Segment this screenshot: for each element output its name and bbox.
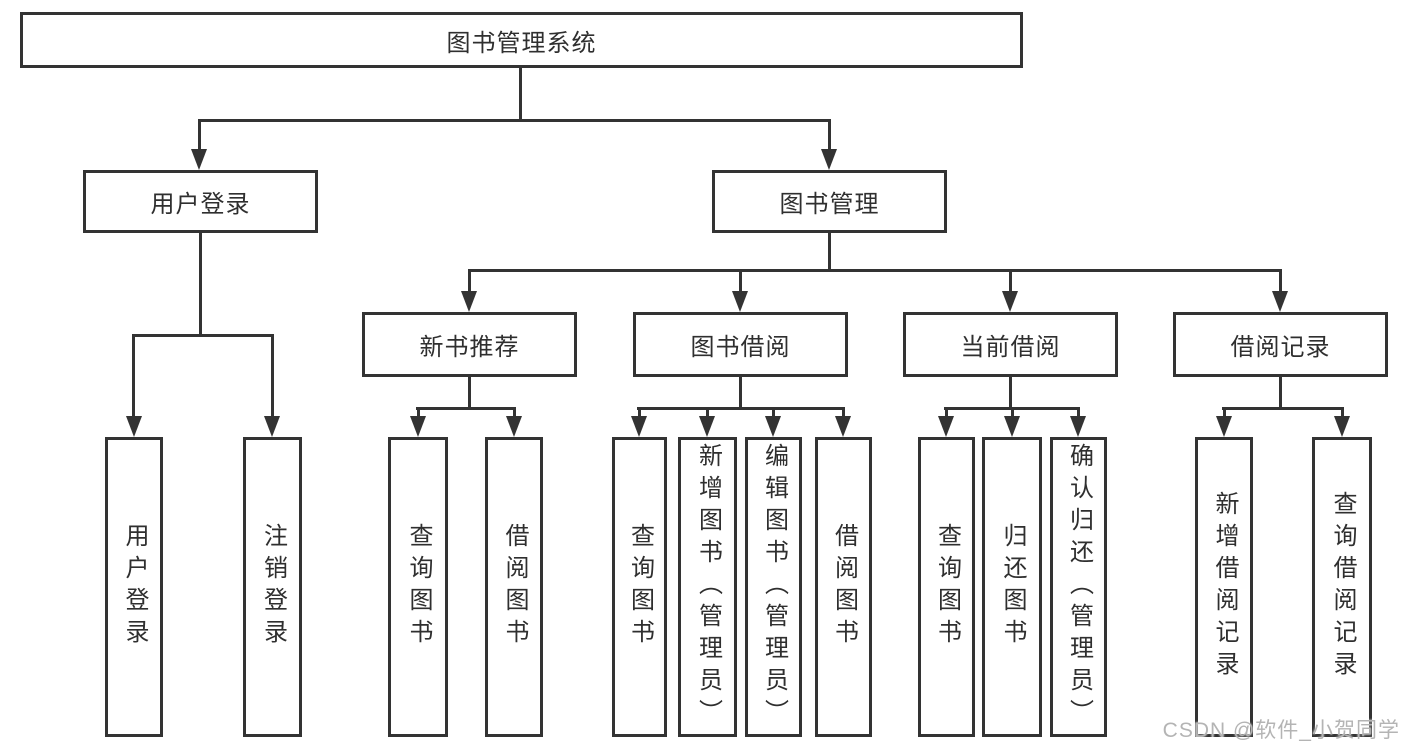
edge-stem-bb-add	[706, 407, 709, 417]
leaf-query-books-newbook: 查询图书	[388, 437, 448, 737]
node-library-system: 图书管理系统	[20, 12, 1023, 68]
edge-stem-leaf-logout	[271, 334, 274, 417]
edge-book-borrow-group-stem	[739, 377, 742, 410]
edge-stem-book-borrow	[739, 269, 742, 293]
edge-stem-nb-borrow	[513, 407, 516, 417]
edge-stem-cb-query	[945, 407, 948, 417]
node-user-login-label: 用户登录	[150, 191, 251, 218]
arrowhead-book-mgmt-icon	[821, 149, 837, 170]
leaf-logout-label: 注销登录	[259, 523, 287, 651]
arrowhead-bb-edit-icon	[765, 416, 781, 437]
arrowhead-bb-query-icon	[631, 416, 647, 437]
edge-new-book-group-stem	[468, 377, 471, 410]
edge-stem-cb-return	[1011, 407, 1014, 417]
leaf-confirm-return-admin: 确认归还（管理员）	[1050, 437, 1107, 737]
arrowhead-br-query-icon	[1334, 416, 1350, 437]
node-book-borrowing-label: 图书借阅	[690, 334, 791, 361]
edge-stem-cb-confirm	[1077, 407, 1080, 417]
leaf-user-login-label: 用户登录	[121, 523, 148, 651]
arrowhead-br-add-icon	[1216, 416, 1232, 437]
edge-borrow-record-group-bus	[1222, 407, 1344, 410]
leaf-confirm-return-admin-label: 确认归还（管理员）	[1065, 443, 1093, 731]
leaf-add-books-admin-label: 新增图书（管理员）	[694, 443, 722, 731]
leaf-edit-books-admin-label: 编辑图书（管理员）	[760, 443, 788, 731]
leaf-query-books-current-label: 查询图书	[933, 523, 961, 651]
arrowhead-bb-borrow-icon	[835, 416, 851, 437]
edge-stem-user-login	[198, 119, 201, 150]
edge-root-stem	[519, 68, 522, 121]
leaf-add-books-admin: 新增图书（管理员）	[678, 437, 737, 737]
leaf-query-books-borrowing: 查询图书	[612, 437, 667, 737]
leaf-query-books-borrowing-label: 查询图书	[626, 523, 654, 651]
node-user-login: 用户登录	[83, 170, 318, 233]
edge-current-borrow-group-stem	[1009, 377, 1012, 410]
arrowhead-leaf-logout-icon	[264, 416, 280, 437]
node-new-book-recommendation-label: 新书推荐	[419, 334, 520, 361]
leaf-borrow-books-borrowing-label: 借阅图书	[830, 523, 858, 651]
edge-stem-book-mgmt	[828, 119, 831, 150]
leaf-edit-books-admin: 编辑图书（管理员）	[745, 437, 802, 737]
edge-user-login-stem	[199, 233, 202, 336]
node-borrowing-records-label: 借阅记录	[1230, 334, 1331, 361]
edge-user-login-bus	[132, 334, 274, 337]
edge-stem-bb-query	[638, 407, 641, 417]
node-library-system-label: 图书管理系统	[446, 29, 597, 57]
leaf-return-books-label: 归还图书	[999, 523, 1026, 651]
edge-new-book-group-bus	[416, 407, 516, 410]
node-current-borrowing-label: 当前借阅	[960, 334, 1061, 361]
leaf-query-books-current: 查询图书	[918, 437, 975, 737]
edge-book-borrow-group-bus	[637, 407, 844, 410]
edge-stem-new-book	[468, 269, 471, 293]
node-borrowing-records: 借阅记录	[1173, 312, 1388, 377]
edge-stem-bb-borrow	[842, 407, 845, 417]
arrowhead-user-login-icon	[191, 149, 207, 170]
arrowhead-current-borrow-icon	[1002, 291, 1018, 312]
arrowhead-book-borrow-icon	[732, 291, 748, 312]
leaf-query-borrow-record: 查询借阅记录	[1312, 437, 1372, 737]
edge-borrow-record-group-stem	[1279, 377, 1282, 410]
edge-stem-borrow-record	[1279, 269, 1282, 293]
leaf-borrow-books-newbook: 借阅图书	[485, 437, 543, 737]
edge-level3-bus	[468, 269, 1282, 272]
leaf-borrow-books-borrowing: 借阅图书	[815, 437, 872, 737]
leaf-borrow-books-newbook-label: 借阅图书	[501, 523, 528, 651]
leaf-user-login: 用户登录	[105, 437, 163, 737]
node-book-borrowing: 图书借阅	[633, 312, 848, 377]
edge-stem-br-query	[1341, 407, 1344, 417]
edge-stem-br-add	[1223, 407, 1226, 417]
leaf-logout: 注销登录	[243, 437, 302, 737]
arrowhead-nb-borrow-icon	[506, 416, 522, 437]
csdn-watermark: CSDN @软件_小贺同学	[1162, 719, 1400, 742]
arrowhead-cb-return-icon	[1004, 416, 1020, 437]
leaf-return-books: 归还图书	[982, 437, 1042, 737]
node-current-borrowing: 当前借阅	[903, 312, 1118, 377]
leaf-query-borrow-record-label: 查询借阅记录	[1329, 491, 1356, 683]
arrowhead-new-book-icon	[461, 291, 477, 312]
arrowhead-cb-confirm-icon	[1070, 416, 1086, 437]
arrowhead-cb-query-icon	[938, 416, 954, 437]
edge-stem-current-borrow	[1009, 269, 1012, 293]
node-new-book-recommendation: 新书推荐	[362, 312, 577, 377]
node-book-management: 图书管理	[712, 170, 947, 233]
edge-book-mgmt-stem	[828, 233, 831, 272]
edge-stem-nb-query	[417, 407, 420, 417]
arrowhead-leaf-login-icon	[126, 416, 142, 437]
node-book-management-label: 图书管理	[779, 191, 880, 218]
edge-stem-bb-edit	[772, 407, 775, 417]
arrowhead-borrow-record-icon	[1272, 291, 1288, 312]
leaf-query-books-newbook-label: 查询图书	[405, 523, 432, 651]
arrowhead-bb-add-icon	[699, 416, 715, 437]
edge-level2-bus	[198, 119, 831, 122]
leaf-add-borrow-record-label: 新增借阅记录	[1211, 491, 1238, 683]
leaf-add-borrow-record: 新增借阅记录	[1195, 437, 1253, 737]
edge-stem-leaf-login	[132, 334, 135, 417]
arrowhead-nb-query-icon	[410, 416, 426, 437]
